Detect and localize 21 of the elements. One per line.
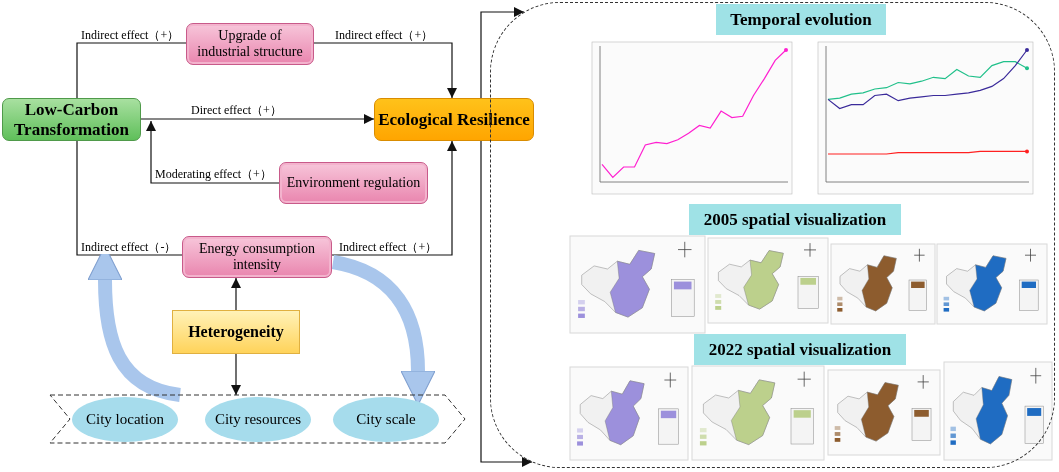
arrow [480,7,525,99]
arrow [313,42,457,99]
section-title: Temporal evolution [716,4,886,35]
section-title: 2022 spatial visualization [694,334,906,365]
arrow [140,114,375,124]
city-ellipse: City location [72,397,178,442]
outcome-box: Ecological Resilience [374,98,534,141]
city-ellipse: City scale [333,397,439,442]
heterogeneity-box: Heterogeneity [172,310,300,354]
moderator-box: Environment regulation [279,162,428,204]
dashed-band [50,395,465,443]
arrow [480,140,533,467]
arrow [331,140,457,256]
arrow [231,277,241,311]
section-title: 2005 spatial visualization [689,204,901,235]
concept-box: Low-Carbon Transformation [2,98,141,141]
mediator-box: Upgrade of industrial structure [186,23,314,65]
city-ellipse: City resources [205,397,311,442]
arrow [146,120,280,184]
arrow [231,353,241,396]
mediator-box: Energy consumption intensity [182,236,332,278]
